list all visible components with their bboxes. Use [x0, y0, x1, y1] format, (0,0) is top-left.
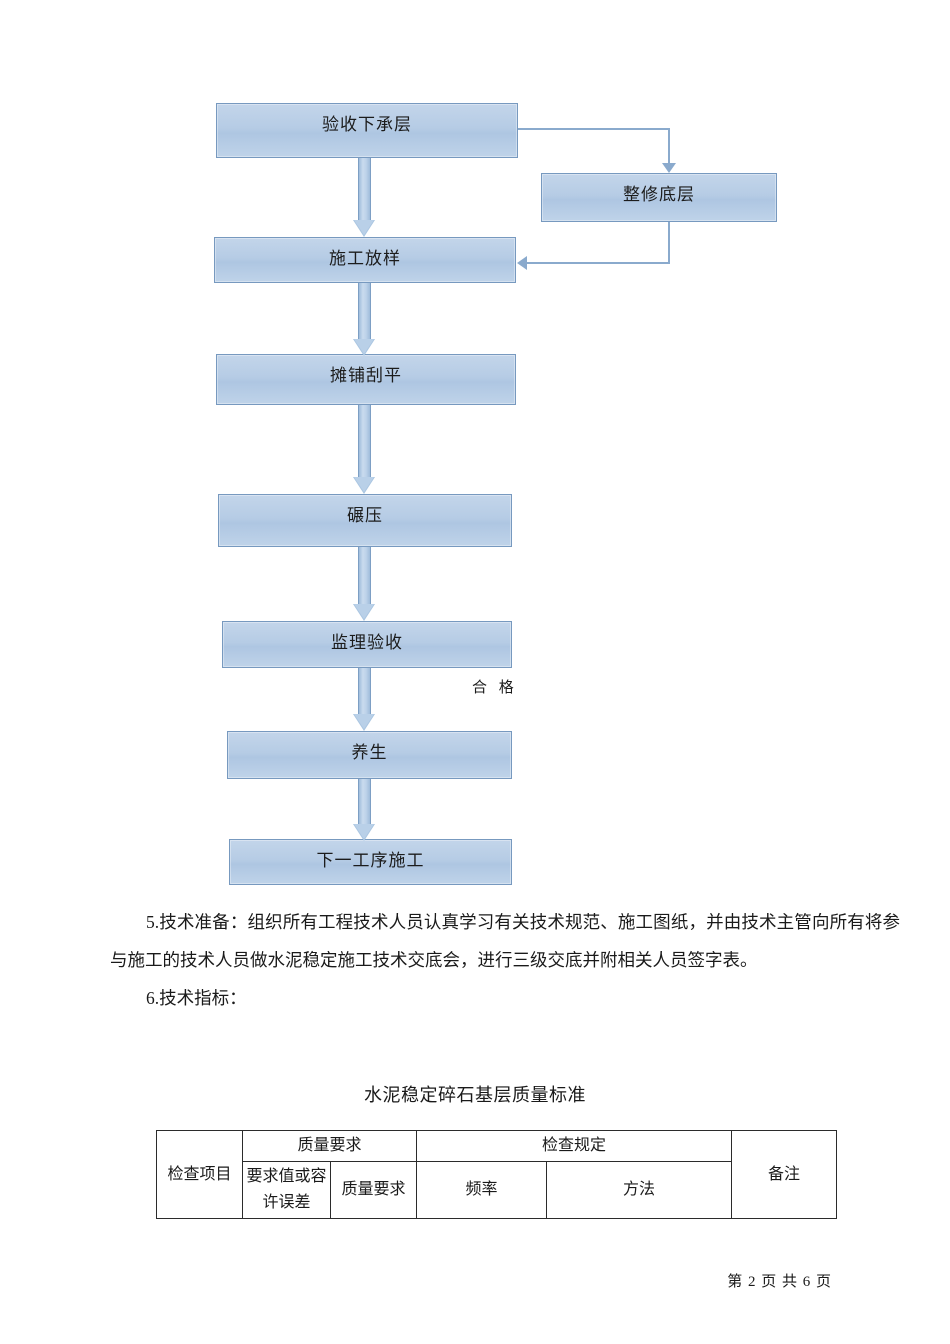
flow-arrow-shaft-curing-to-next [358, 779, 371, 824]
table-header-quality-requirement: 质量要求 [329, 1161, 418, 1219]
table-header-inspection-rule-group: 检查规定 [416, 1130, 733, 1162]
flow-node-rolling[interactable]: 碾压 [218, 494, 512, 547]
flow-node-spread-level[interactable]: 摊铺刮平 [216, 354, 516, 405]
flow-node-curing[interactable]: 养生 [227, 731, 512, 779]
flow-connector-v-accept-to-repair [668, 128, 670, 164]
flow-arrow-head-accept-to-setting [353, 220, 375, 237]
flow-node-label: 摊铺刮平 [330, 366, 402, 385]
flow-arrow-shaft-spread-to-rolling [358, 405, 371, 477]
flow-node-label: 养生 [351, 743, 388, 762]
paragraph-technical-preparation: 5.技术准备：组织所有工程技术人员认真学习有关技术规范、施工图纸，并由技术主管向… [110, 912, 900, 970]
flow-arrow-head-spread-to-rolling [353, 477, 375, 494]
table-header-inspection-item: 检查项目 [156, 1130, 243, 1219]
flow-arrow-shaft-accept-to-setting [358, 158, 371, 220]
flow-node-label: 碾压 [347, 506, 383, 525]
flow-connector-h-accept-to-repair [518, 128, 670, 130]
flow-arrow-shaft-supervision-to-curing [358, 668, 371, 714]
table-header-required-value: 要求值或容许误差 [242, 1161, 331, 1219]
flow-node-label: 监理验收 [331, 633, 403, 652]
table-header-frequency: 频率 [416, 1161, 548, 1219]
page-footer: 第 2 页 共 6 页 [727, 1274, 832, 1290]
flow-edge-label-qualified: 合 格 [472, 680, 518, 696]
table-header-row-2: 要求值或容许误差 质量要求 频率 方法 [157, 1161, 837, 1219]
process-flowchart: 验收下承层 整修底层 施工放样 摊铺刮平 碾压 监理验收 养生 下一工序施工 [214, 103, 777, 885]
table-header-method: 方法 [546, 1161, 733, 1219]
flow-node-accept-subbase[interactable]: 验收下承层 [216, 103, 518, 158]
flow-node-repair-base[interactable]: 整修底层 [541, 173, 777, 222]
table-header-remark: 备注 [731, 1130, 838, 1219]
flow-node-label: 整修底层 [623, 185, 695, 204]
flow-node-label: 验收下承层 [322, 115, 412, 134]
table-title: 水泥稳定碎石基层质量标准 [364, 1085, 586, 1105]
flow-node-supervision[interactable]: 监理验收 [222, 621, 512, 668]
flow-connector-h-repair-to-setting [527, 262, 670, 264]
flow-connector-v-repair-to-setting [668, 222, 670, 264]
flow-arrow-shaft-rolling-to-supervision [358, 547, 371, 604]
flow-arrow-head-rolling-to-supervision [353, 604, 375, 621]
flow-node-next-process[interactable]: 下一工序施工 [229, 839, 512, 885]
table-header-row-1: 检查项目 质量要求 检查规定 备注 [156, 1130, 838, 1219]
flow-node-label: 下一工序施工 [316, 851, 425, 870]
paragraph-technical-index: 6.技术指标： [146, 988, 247, 1008]
quality-standard-table: 检查项目 质量要求 检查规定 备注 要求值或容许误差 质量要求 频率 方法 [156, 1130, 838, 1219]
flow-arrow-shaft-setting-to-spread [358, 283, 371, 339]
flow-arrow-head-setting-to-spread [353, 339, 375, 356]
flow-arrowhead-left-to-setting [517, 256, 527, 270]
flow-arrow-head-supervision-to-curing [353, 714, 375, 731]
flow-node-label: 施工放样 [329, 249, 401, 268]
flow-arrowhead-down-to-repair [662, 163, 676, 173]
flow-node-setting-out[interactable]: 施工放样 [214, 237, 516, 283]
table-header-quality-requirement-group: 质量要求 [241, 1130, 418, 1162]
flow-arrow-head-curing-to-next [353, 824, 375, 841]
